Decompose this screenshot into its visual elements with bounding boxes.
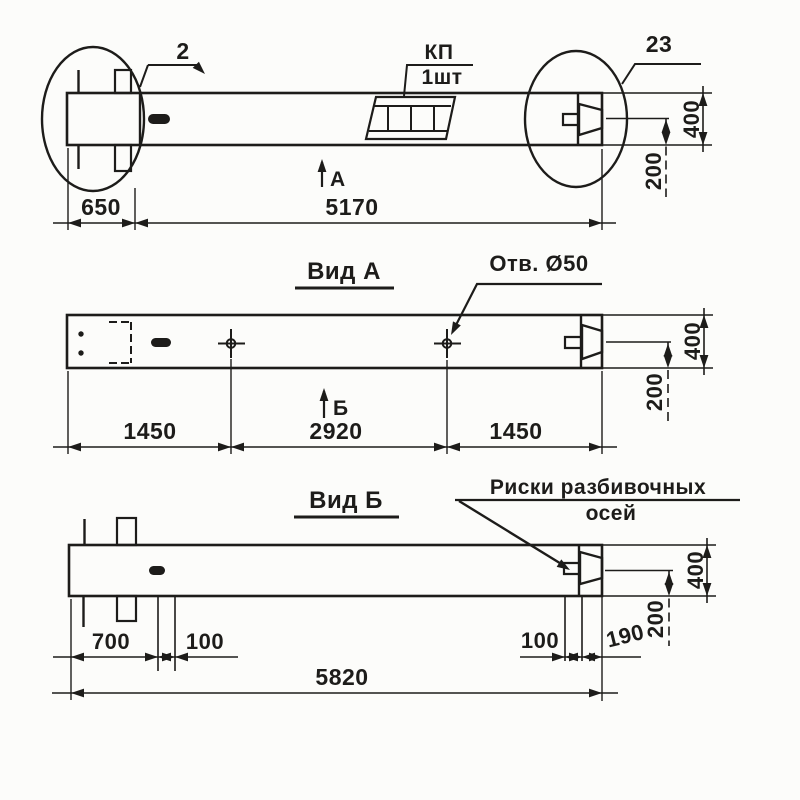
section-arrow-b-label: Б bbox=[333, 397, 349, 420]
hidden-bracket bbox=[109, 321, 133, 364]
kp-label: КП bbox=[425, 41, 454, 64]
risk-mark-lines bbox=[157, 596, 583, 671]
dim-arrow bbox=[661, 119, 671, 133]
anchor-pin-top bbox=[115, 516, 138, 547]
dim-arrow bbox=[71, 652, 84, 662]
dim-arrow bbox=[663, 343, 673, 357]
hole-circle bbox=[441, 338, 453, 349]
corbel-notch bbox=[563, 335, 582, 350]
view-b: Вид Б Риски разбивочных осей 400 200 bbox=[52, 476, 740, 701]
dim-arrow bbox=[71, 688, 84, 698]
kp-leader bbox=[403, 64, 473, 97]
dim-arrow bbox=[589, 688, 602, 698]
dim-5170-label: 5170 bbox=[325, 194, 378, 220]
dim-arrow bbox=[661, 132, 671, 145]
beam-outline bbox=[65, 313, 604, 370]
dim-400-label: 400 bbox=[680, 322, 705, 360]
fixing-slot bbox=[151, 338, 171, 347]
corbel-right bbox=[580, 323, 604, 361]
hole-marker-right bbox=[434, 329, 461, 358]
dim-arrow bbox=[135, 218, 148, 228]
kp-insert bbox=[364, 95, 457, 141]
extension-lines-400 bbox=[603, 92, 712, 146]
view-a-title: Вид А bbox=[307, 258, 381, 285]
dim-200-label: 200 bbox=[641, 152, 666, 190]
section-arrow-a-label: А bbox=[330, 168, 346, 191]
dim-arrow bbox=[552, 652, 565, 662]
dim-200-label: 200 bbox=[642, 373, 667, 411]
dim-arrow bbox=[231, 442, 244, 452]
dim-arrow bbox=[589, 442, 602, 452]
corbel-right bbox=[578, 550, 604, 586]
dim-arrow bbox=[589, 652, 602, 662]
dim-5820-label: 5820 bbox=[315, 664, 368, 690]
hole-callout-label: Отв. Ø50 bbox=[489, 251, 588, 276]
callout-23-label: 23 bbox=[646, 31, 673, 57]
dim-arrow bbox=[68, 218, 81, 228]
section-arrow-b-head bbox=[319, 388, 329, 401]
extension-lines-400 bbox=[603, 544, 716, 597]
fixing-slot bbox=[149, 566, 165, 575]
dim-200-label: 200 bbox=[643, 600, 668, 638]
dim-arrow bbox=[447, 442, 460, 452]
section-arrow-a-head bbox=[317, 159, 327, 172]
view-a: Вид А 400 200 bbox=[53, 251, 713, 454]
callout-2-label: 2 bbox=[176, 38, 189, 64]
kp-insert-outline bbox=[364, 95, 457, 141]
corbel-right bbox=[577, 102, 604, 137]
dim-arrow bbox=[434, 442, 447, 452]
dim-1450-left-label: 1450 bbox=[123, 418, 176, 444]
hole-callout-leader bbox=[454, 282, 602, 328]
side-view: 400 200 650 5170 А 2 23 КП 1шт bbox=[40, 31, 712, 230]
dim-arrow bbox=[663, 355, 673, 368]
extension-lines-400 bbox=[603, 314, 713, 369]
bolt-dot bbox=[78, 350, 84, 356]
anchor-pin-lines bbox=[82, 519, 86, 627]
corbel-notch bbox=[562, 561, 580, 576]
dim-700-label: 700 bbox=[92, 629, 130, 654]
callout-23-leader bbox=[621, 63, 701, 85]
dim-650-label: 650 bbox=[81, 194, 121, 220]
risk-leader bbox=[458, 499, 564, 567]
corbel-notch bbox=[561, 112, 579, 127]
dim-arrow bbox=[145, 652, 158, 662]
dim-2920-label: 2920 bbox=[309, 418, 362, 444]
anchor-pin-bottom bbox=[113, 143, 133, 173]
dim-1450-right-label: 1450 bbox=[489, 418, 542, 444]
view-b-title: Вид Б bbox=[309, 487, 383, 514]
hole-cross bbox=[218, 329, 245, 358]
dim-arrow bbox=[664, 583, 674, 596]
dim-arrow bbox=[218, 442, 231, 452]
dim-arrow bbox=[68, 442, 81, 452]
anchor-pin-bottom bbox=[115, 594, 138, 623]
hole-marker-left bbox=[218, 329, 245, 358]
dim-100-left-label: 100 bbox=[186, 629, 224, 654]
callout-2-leader bbox=[139, 64, 203, 88]
risk-label-line2: осей bbox=[586, 502, 637, 525]
dim-arrow bbox=[122, 218, 135, 228]
dim-400-label: 400 bbox=[679, 100, 704, 138]
fixing-slot bbox=[148, 114, 170, 124]
kp-qty-label: 1шт bbox=[422, 66, 463, 89]
dim-190-label: 190 bbox=[604, 619, 647, 653]
bolt-dot bbox=[78, 331, 84, 337]
hole-circle bbox=[225, 338, 237, 349]
dim-arrow bbox=[589, 218, 602, 228]
hole-cross bbox=[434, 329, 461, 358]
extension-lines-bottom bbox=[67, 359, 603, 454]
hole-callout-arrow bbox=[447, 321, 461, 337]
risk-label-line1: Риски разбивочных bbox=[490, 476, 706, 499]
dim-100-right-label: 100 bbox=[521, 628, 559, 653]
kp-insert-ribs bbox=[369, 105, 451, 132]
beam-outline bbox=[67, 543, 604, 598]
dim-400-label: 400 bbox=[683, 551, 708, 589]
anchor-pin-top bbox=[113, 68, 133, 95]
detail-circle-left bbox=[40, 45, 146, 193]
beam-outline bbox=[65, 91, 604, 147]
